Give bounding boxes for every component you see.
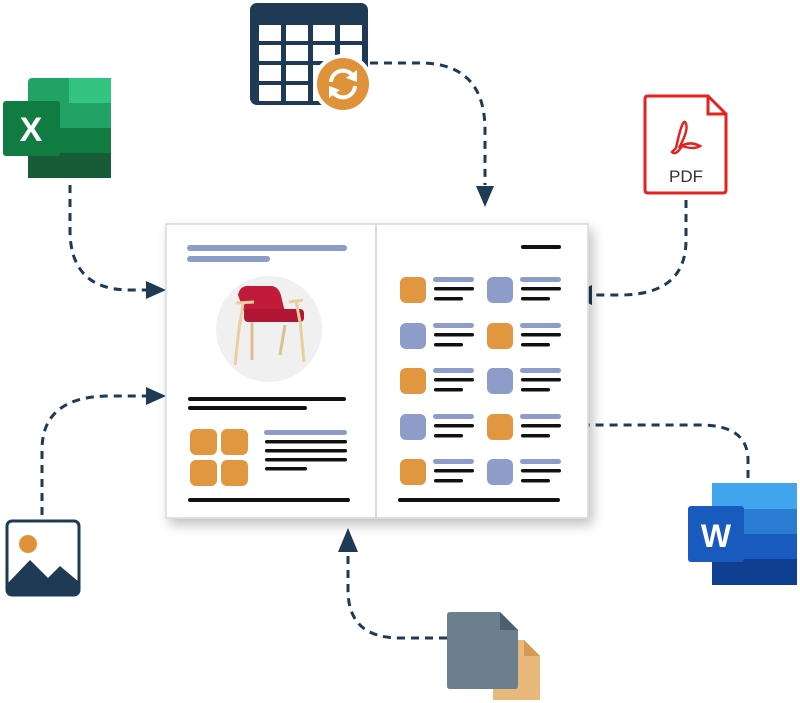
acrobat-symbol bbox=[670, 120, 703, 155]
product-thumbnail bbox=[400, 277, 426, 303]
product-title-line bbox=[433, 414, 474, 419]
product-text-line bbox=[521, 424, 561, 428]
product-text-line bbox=[434, 388, 463, 392]
product-text-line bbox=[434, 287, 474, 291]
table-cell bbox=[259, 85, 281, 101]
product-text-line bbox=[521, 297, 550, 301]
product-title-line bbox=[520, 459, 561, 464]
product-item bbox=[400, 368, 474, 394]
product-thumbnail bbox=[487, 323, 513, 349]
product-title-line bbox=[433, 368, 474, 373]
product-thumbnail bbox=[400, 414, 426, 440]
orange-tile-grid bbox=[190, 429, 248, 486]
product-item bbox=[487, 323, 561, 349]
product-text-line bbox=[434, 434, 463, 438]
product-item bbox=[487, 459, 561, 485]
connector-excel bbox=[68, 185, 166, 299]
product-text-line bbox=[521, 388, 550, 392]
product-text-line bbox=[521, 479, 550, 483]
table-cell bbox=[313, 25, 335, 41]
product-text-line bbox=[434, 297, 463, 301]
product-thumbnail bbox=[487, 414, 513, 440]
product-text-line bbox=[521, 287, 561, 291]
product-text-line bbox=[521, 378, 561, 382]
product-text-line bbox=[434, 378, 474, 382]
left-page bbox=[187, 245, 350, 502]
product-text-line bbox=[434, 479, 463, 483]
product-thumbnail bbox=[487, 277, 513, 303]
table-cell bbox=[313, 45, 335, 61]
product-text-line bbox=[521, 333, 561, 337]
product-item bbox=[487, 368, 561, 394]
pdf-icon[interactable]: PDF bbox=[643, 94, 728, 195]
product-item bbox=[400, 414, 474, 440]
table-cell bbox=[286, 85, 308, 101]
product-title-line bbox=[520, 323, 561, 328]
product-item bbox=[400, 277, 474, 303]
product-item bbox=[400, 459, 474, 485]
table-cell bbox=[259, 25, 281, 41]
files-icon[interactable] bbox=[447, 612, 540, 700]
product-text-line bbox=[434, 469, 474, 473]
product-title-line bbox=[433, 323, 474, 328]
table-cell bbox=[286, 45, 308, 61]
product-title-line bbox=[433, 277, 474, 282]
product-item bbox=[487, 277, 561, 303]
product-title-line bbox=[433, 459, 474, 464]
product-thumbnail bbox=[487, 368, 513, 394]
right-page bbox=[398, 245, 561, 502]
excel-icon[interactable]: X bbox=[3, 78, 111, 178]
table-sync-icon[interactable] bbox=[250, 3, 373, 114]
product-item bbox=[400, 323, 474, 349]
product-thumbnail bbox=[487, 459, 513, 485]
connector-image bbox=[40, 387, 166, 515]
pdf-label: PDF bbox=[669, 167, 703, 186]
product-text-line bbox=[434, 333, 474, 337]
product-text-line bbox=[521, 434, 550, 438]
sun-icon bbox=[19, 535, 37, 553]
excel-letter: X bbox=[20, 111, 43, 149]
product-item bbox=[487, 414, 561, 440]
table-cell bbox=[340, 25, 362, 41]
connector-table bbox=[370, 61, 494, 207]
word-icon[interactable]: W bbox=[688, 483, 797, 585]
connector-files bbox=[338, 528, 447, 640]
product-title-line bbox=[520, 368, 561, 373]
table-cell bbox=[286, 25, 308, 41]
product-title-line bbox=[520, 277, 561, 282]
sync-icon bbox=[317, 58, 369, 110]
table-cell bbox=[286, 65, 308, 81]
image-icon[interactable] bbox=[5, 519, 81, 597]
table-cell bbox=[259, 45, 281, 61]
product-thumbnail bbox=[400, 368, 426, 394]
product-title-line bbox=[520, 414, 561, 419]
armchair-image bbox=[233, 285, 306, 366]
table-cell bbox=[259, 65, 281, 81]
product-text-line bbox=[434, 424, 474, 428]
product-thumbnail bbox=[400, 323, 426, 349]
product-thumbnail bbox=[400, 459, 426, 485]
product-text-line bbox=[521, 469, 561, 473]
product-text-line bbox=[521, 343, 550, 347]
word-letter: W bbox=[701, 518, 732, 554]
product-text-line bbox=[434, 343, 463, 347]
